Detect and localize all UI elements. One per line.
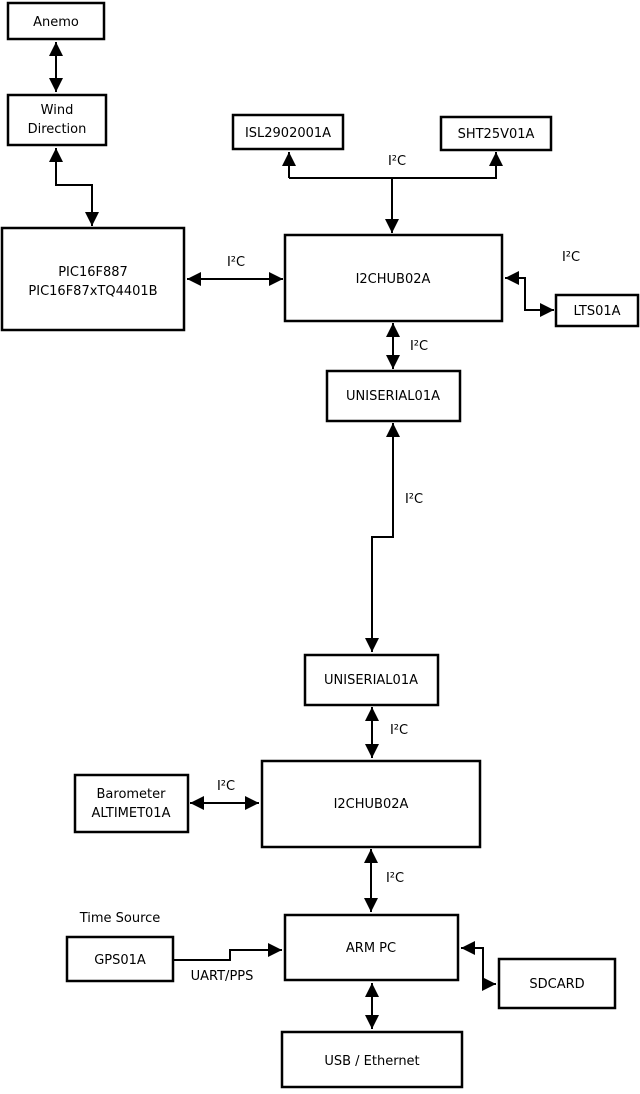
node-uniserial-bottom: UNISERIAL01A xyxy=(303,653,440,707)
edge-armpc-sdcard xyxy=(461,941,496,991)
node-uniserial-bottom-label: UNISERIAL01A xyxy=(324,673,418,688)
node-lts: LTS01A xyxy=(554,293,640,328)
node-pic-label-line2: PIC16F87xTQ4401B xyxy=(28,284,157,299)
edge-uniserial-top-uniserial-bottom xyxy=(365,423,400,652)
edge-label-i2c-uniserial-bottom: I²C xyxy=(390,723,408,738)
node-lts-label: LTS01A xyxy=(573,304,620,319)
node-sht: SHT25V01A xyxy=(439,115,553,152)
node-arm-pc: ARM PC xyxy=(283,913,460,982)
node-barometer-label-line1: Barometer xyxy=(97,787,167,802)
node-anemo: Anemo xyxy=(6,1,106,41)
node-barometer: Barometer ALTIMET01A xyxy=(73,773,190,834)
node-wind-direction: Wind Direction xyxy=(6,93,108,147)
edge-label-i2c-armpc: I²C xyxy=(386,871,404,886)
edge-winddirection-pic xyxy=(49,148,99,226)
node-sht-label: SHT25V01A xyxy=(458,127,535,142)
node-pic-label-line1: PIC16F887 xyxy=(58,265,128,280)
node-uniserial-top: UNISERIAL01A xyxy=(325,369,462,423)
edge-label-i2c-lts: I²C xyxy=(562,250,580,265)
node-i2chub-bottom-label: I2CHUB02A xyxy=(334,797,409,812)
node-gps-label: GPS01A xyxy=(94,953,146,968)
edge-gps-armpc xyxy=(174,943,282,961)
edge-i2chub-top-lts xyxy=(505,271,554,317)
node-wind-direction-label-line2: Direction xyxy=(28,122,87,137)
edge-junction-sht xyxy=(289,152,503,179)
node-isl-label: ISL2902001A xyxy=(245,126,331,141)
node-usb-ethernet-label: USB / Ethernet xyxy=(324,1054,419,1069)
node-arm-pc-label: ARM PC xyxy=(346,941,396,956)
node-wind-direction-label-line1: Wind xyxy=(41,103,74,118)
node-anemo-label: Anemo xyxy=(33,15,79,30)
edge-label-i2c-long-link: I²C xyxy=(405,492,423,507)
node-i2chub-top: I2CHUB02A xyxy=(283,233,504,323)
node-gps: GPS01A xyxy=(65,935,175,983)
annotation-time-source: Time Source xyxy=(79,911,161,926)
node-uniserial-top-label: UNISERIAL01A xyxy=(346,389,440,404)
edge-label-i2c-uniserial-top: I²C xyxy=(410,339,428,354)
node-isl: ISL2902001A xyxy=(231,113,345,151)
edge-label-i2c-barometer: I²C xyxy=(217,779,235,794)
node-i2chub-top-label: I2CHUB02A xyxy=(356,272,431,287)
node-i2chub-bottom: I2CHUB02A xyxy=(260,759,482,849)
edge-label-i2c-junction: I²C xyxy=(388,154,406,169)
node-sdcard-label: SDCARD xyxy=(529,977,584,992)
edge-label-uart-pps: UART/PPS xyxy=(191,969,254,984)
node-usb-ethernet: USB / Ethernet xyxy=(280,1030,464,1089)
edge-label-i2c-pic: I²C xyxy=(227,255,245,270)
node-pic: PIC16F887 PIC16F87xTQ4401B xyxy=(0,226,186,332)
node-barometer-label-line2: ALTIMET01A xyxy=(92,806,171,821)
node-sdcard: SDCARD xyxy=(497,957,617,1010)
